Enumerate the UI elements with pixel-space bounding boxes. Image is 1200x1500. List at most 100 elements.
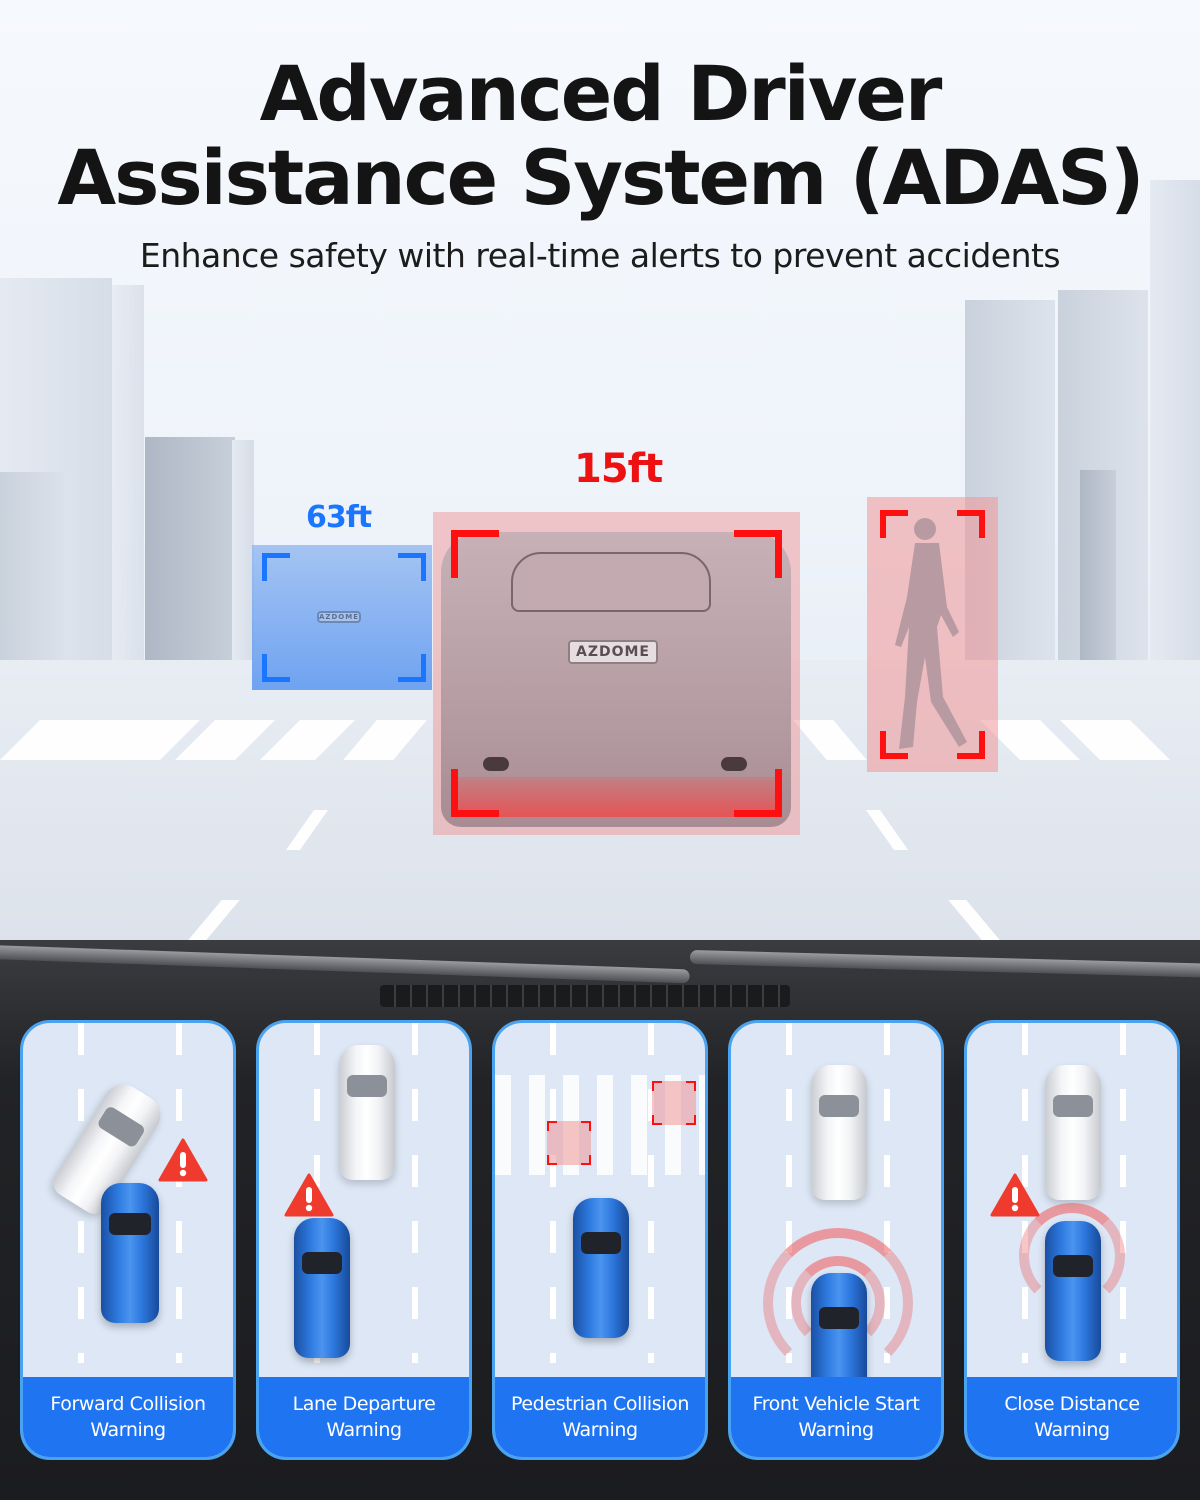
feature-card-close-distance: Close Distance Warning — [964, 1020, 1180, 1460]
lane-marking — [786, 1023, 792, 1363]
bracket-corner — [957, 731, 985, 759]
bracket-corner — [686, 1081, 696, 1091]
lane-dash — [285, 810, 329, 850]
feature-label: Close Distance Warning — [967, 1377, 1177, 1457]
feature-card-forward-collision: Forward Collision Warning — [20, 1020, 236, 1460]
bracket-corner — [451, 769, 499, 817]
far-vehicle-detection-box: AZDOME — [252, 545, 432, 690]
blue-car — [811, 1273, 867, 1383]
dashboard-vent — [380, 985, 790, 1007]
rear-window — [511, 552, 711, 612]
building — [1080, 470, 1116, 670]
warning-triangle-icon — [158, 1138, 208, 1182]
windshield — [346, 1075, 388, 1097]
bracket-corner — [398, 654, 426, 682]
building — [145, 437, 235, 687]
building — [112, 285, 144, 675]
blue-car — [294, 1218, 350, 1358]
exhaust-right — [721, 757, 747, 771]
lane-marking — [550, 1023, 556, 1363]
feature-label-line2: Warning — [562, 1419, 638, 1441]
signal-arc-icon — [763, 1228, 913, 1378]
lane-dash — [865, 810, 909, 850]
white-car — [1045, 1065, 1101, 1200]
bracket-corner — [652, 1115, 662, 1125]
blue-car — [101, 1183, 159, 1323]
near-vehicle-distance: 15ft — [574, 446, 663, 492]
pedestrian-figure — [895, 518, 967, 749]
exhaust-left — [483, 757, 509, 771]
feature-label-line1: Lane Departure — [292, 1393, 436, 1415]
bracket-corner — [581, 1155, 591, 1165]
feature-label-line2: Warning — [90, 1419, 166, 1441]
windshield — [1052, 1255, 1094, 1277]
crosswalk-stripe — [260, 720, 355, 760]
feature-label-line1: Close Distance — [1004, 1393, 1140, 1415]
blue-car — [573, 1198, 629, 1338]
bracket-corner — [652, 1081, 662, 1091]
bracket-corner — [734, 530, 782, 578]
bracket-corner — [734, 769, 782, 817]
signal-arc-icon — [1019, 1203, 1125, 1309]
bracket-corner — [451, 530, 499, 578]
crosswalk-stripe — [1060, 720, 1170, 760]
windshield — [1052, 1095, 1094, 1117]
windshield — [96, 1105, 146, 1149]
feature-label-line1: Forward Collision — [50, 1393, 206, 1415]
far-vehicle-plate: AZDOME — [317, 611, 361, 623]
feature-label-line2: Warning — [1034, 1419, 1110, 1441]
signal-arc-icon — [791, 1256, 885, 1350]
crosswalk-stripe — [793, 720, 867, 760]
lane-marking — [176, 1023, 182, 1363]
warning-triangle-icon — [990, 1173, 1040, 1217]
feature-label: Pedestrian Collision Warning — [495, 1377, 705, 1457]
feature-label-line1: Pedestrian Collision — [511, 1393, 689, 1415]
windshield — [818, 1095, 860, 1117]
bracket-corner — [398, 553, 426, 581]
title-line-2: Assistance System (ADAS) — [57, 133, 1144, 222]
near-vehicle-detection-box: AZDOME — [433, 512, 800, 835]
lane-marking — [1120, 1023, 1126, 1363]
under-glow — [453, 777, 778, 817]
feature-cards: Forward Collision Warning Lane Departure… — [20, 1020, 1180, 1460]
feature-label: Forward Collision Warning — [23, 1377, 233, 1457]
windshield — [109, 1213, 151, 1235]
bracket-corner — [262, 654, 290, 682]
lane-dash — [948, 900, 1000, 940]
lane-marking — [648, 1023, 654, 1363]
title-line-1: Advanced Driver — [259, 49, 943, 138]
pedestrian-detection-box — [867, 497, 998, 772]
windshield — [818, 1307, 860, 1329]
feature-card-lane-departure: Lane Departure Warning — [256, 1020, 472, 1460]
bracket-corner — [547, 1121, 557, 1131]
lane-dash — [188, 900, 240, 940]
lane-marking — [412, 1023, 418, 1363]
bracket-corner — [547, 1155, 557, 1165]
warning-triangle-icon — [284, 1173, 334, 1217]
windshield — [301, 1252, 343, 1274]
feature-label: Lane Departure Warning — [259, 1377, 469, 1457]
building — [1150, 180, 1200, 700]
bracket-corner — [581, 1121, 591, 1131]
windshield — [580, 1232, 622, 1254]
feature-label-line1: Front Vehicle Start — [752, 1393, 920, 1415]
subtitle: Enhance safety with real-time alerts to … — [139, 236, 1061, 275]
white-car — [339, 1045, 395, 1180]
lane-marking — [884, 1023, 890, 1363]
bracket-corner — [957, 510, 985, 538]
near-vehicle-plate: AZDOME — [568, 640, 658, 664]
bracket-corner — [262, 553, 290, 581]
building — [232, 440, 254, 680]
pedestrian-detect-icon — [547, 1121, 591, 1165]
bracket-corner — [686, 1115, 696, 1125]
bracket-corner — [880, 510, 908, 538]
bracket-corner — [880, 731, 908, 759]
feature-card-front-vehicle-start: Front Vehicle Start Warning — [728, 1020, 944, 1460]
far-vehicle-distance: 63ft — [306, 500, 372, 535]
feature-label-line2: Warning — [798, 1419, 874, 1441]
feature-label-line2: Warning — [326, 1419, 402, 1441]
feature-label: Front Vehicle Start Warning — [731, 1377, 941, 1457]
feature-card-pedestrian-collision: Pedestrian Collision Warning — [492, 1020, 708, 1460]
page-title: Advanced Driver Assistance System (ADAS) — [0, 52, 1200, 220]
